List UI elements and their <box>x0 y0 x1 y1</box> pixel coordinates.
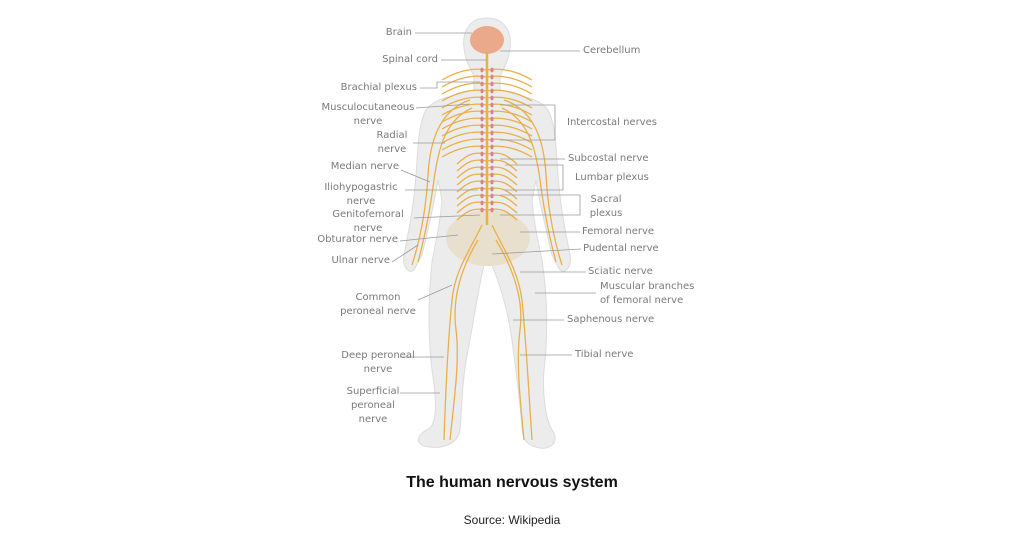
ganglion <box>480 172 484 178</box>
ganglion <box>490 193 494 199</box>
label-ulnar-nerve: Ulnar nerve <box>331 255 390 266</box>
ganglion <box>490 137 494 143</box>
ganglion <box>490 165 494 171</box>
ganglion <box>490 207 494 213</box>
label-common-peroneal-nerve: Common peroneal nerve <box>340 292 416 317</box>
ganglion <box>490 67 494 73</box>
label-radial-nerve: Radial nerve <box>376 130 408 155</box>
ganglion <box>480 102 484 108</box>
label-iliohypogastric-nerve: Iliohypogastric nerve <box>324 182 398 207</box>
ganglion <box>480 186 484 192</box>
ganglion <box>480 81 484 87</box>
left-leg-nerve <box>443 224 483 441</box>
ganglion <box>480 207 484 213</box>
ganglion <box>490 186 494 192</box>
left-arm-nerve <box>411 99 471 266</box>
label-median-nerve: Median nerve <box>330 161 399 172</box>
ganglion <box>480 123 484 129</box>
ganglion <box>480 109 484 115</box>
ganglion <box>480 200 484 206</box>
label-musculocutaneous-nerve: Musculocutaneous nerve <box>321 102 415 127</box>
label-pudental-nerve: Pudental nerve <box>583 243 659 254</box>
ganglion <box>480 95 484 101</box>
right-arm-nerve <box>503 99 563 266</box>
ganglion <box>490 81 494 87</box>
figure-title: The human nervous system <box>406 474 618 491</box>
label-tibial-nerve: Tibial nerve <box>575 349 634 360</box>
label-subcostal-nerve: Subcostal nerve <box>568 153 649 164</box>
label-brachial-plexus: Brachial plexus <box>340 82 417 93</box>
ganglion <box>490 88 494 94</box>
ganglion <box>490 95 494 101</box>
ganglion <box>490 123 494 129</box>
label-femoral-nerve: Femoral nerve <box>582 226 655 237</box>
ganglion <box>480 144 484 150</box>
ganglion <box>490 74 494 80</box>
label-cerebellum: Cerebellum <box>583 45 641 56</box>
label-spinal-cord: Spinal cord <box>382 54 438 65</box>
figure-source: Source: Wikipedia <box>463 513 561 527</box>
label-intercostal-nerves: Intercostal nerves <box>567 117 657 128</box>
brain <box>470 26 504 54</box>
pelvis <box>446 210 530 266</box>
label-sciatic-nerve: Sciatic nerve <box>588 266 653 277</box>
ganglion <box>480 179 484 185</box>
ganglion <box>480 67 484 73</box>
label-saphenous-nerve: Saphenous nerve <box>567 314 655 325</box>
ganglion <box>480 74 484 80</box>
ganglion <box>480 137 484 143</box>
ganglion <box>490 200 494 206</box>
ganglion <box>490 179 494 185</box>
label-brain: Brain <box>385 27 412 38</box>
ganglion <box>480 116 484 122</box>
label-superficial-peroneal-nerve: Superficial peroneal nerve <box>346 386 400 425</box>
ganglion <box>490 130 494 136</box>
ganglion <box>490 172 494 178</box>
ganglion <box>480 151 484 157</box>
label-lumbar-plexus: Lumbar plexus <box>575 172 649 183</box>
label-genitofemoral-nerve: Genitofemoral nerve <box>332 209 404 234</box>
ganglion <box>480 193 484 199</box>
ganglion <box>480 165 484 171</box>
ganglion <box>490 102 494 108</box>
label-sacral-plexus: Sacral plexus <box>589 194 623 219</box>
ganglion <box>490 158 494 164</box>
ganglion <box>480 130 484 136</box>
ganglion <box>490 116 494 122</box>
label-deep-peroneal-nerve: Deep peroneal nerve <box>341 350 415 375</box>
ganglion <box>480 158 484 164</box>
ganglion <box>480 88 484 94</box>
leader-lines <box>391 32 596 394</box>
label-obturator-nerve: Obturator nerve <box>317 234 398 245</box>
right-leg-nerve <box>491 224 533 441</box>
ganglion <box>490 151 494 157</box>
ganglion <box>490 109 494 115</box>
label-muscular-branches-femoral-nerve: Muscular branches of femoral nerve <box>600 281 695 306</box>
ganglion <box>490 144 494 150</box>
